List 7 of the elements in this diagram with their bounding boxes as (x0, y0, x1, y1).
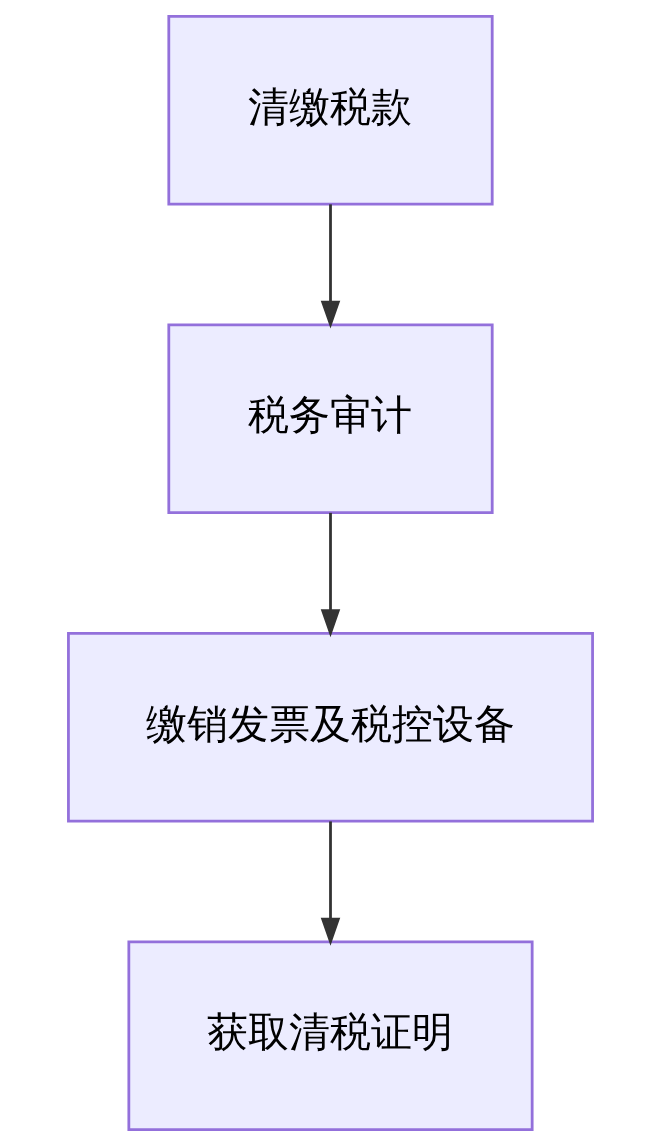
arrow (320, 512, 340, 638)
node-box: 税务审计 (166, 323, 494, 514)
node-box: 获取清税证明 (126, 940, 534, 1132)
node-box: 缴销发票及税控设备 (66, 632, 594, 823)
arrow (320, 204, 340, 329)
arrow (320, 821, 340, 946)
node-box: 清缴税款 (166, 14, 494, 206)
